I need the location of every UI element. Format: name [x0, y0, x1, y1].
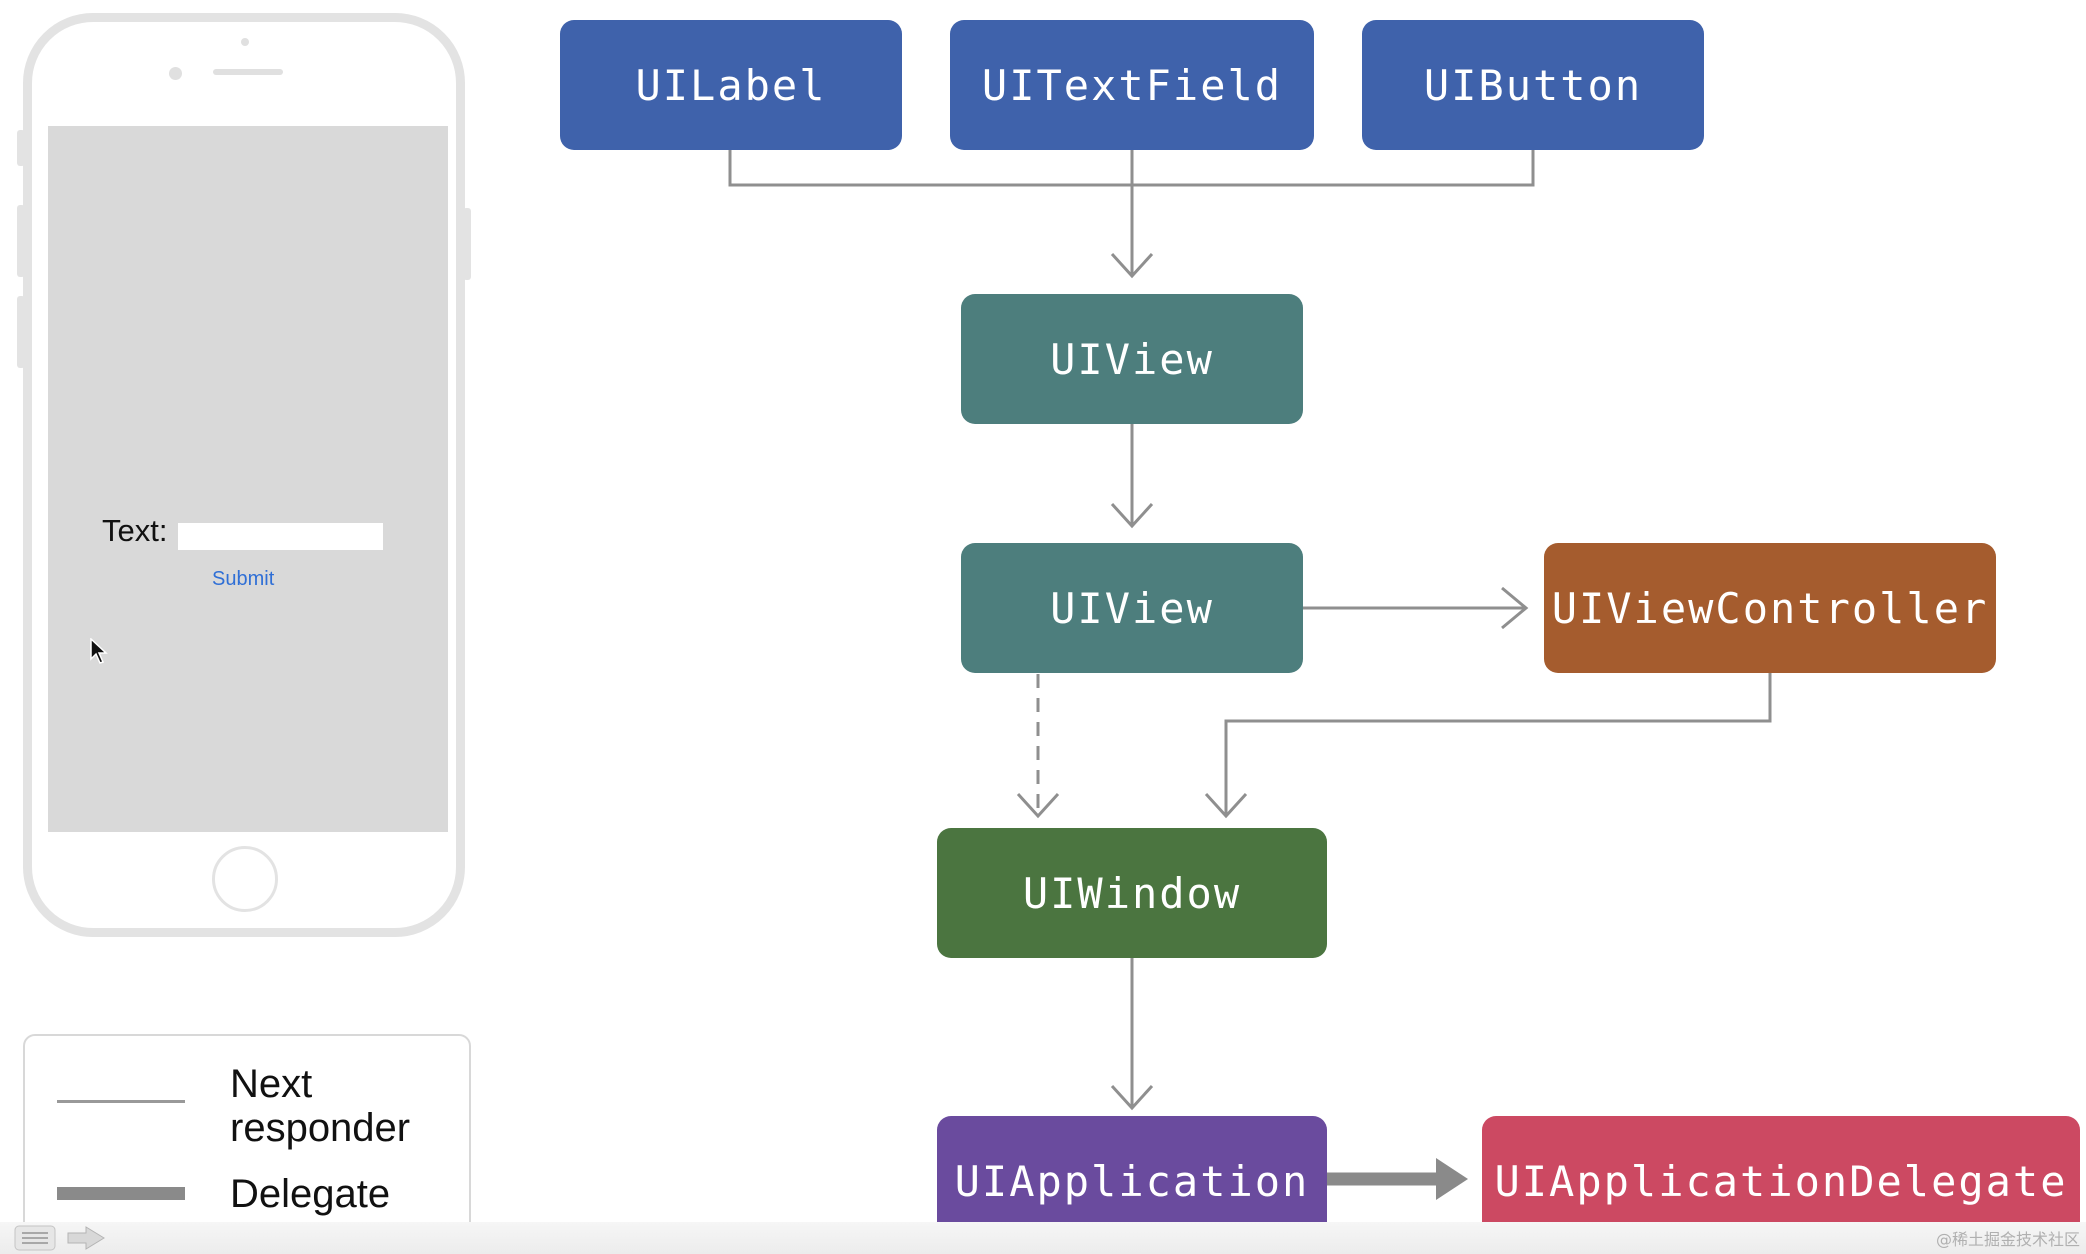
legend-next-label: Next — [230, 1062, 313, 1106]
phone-screen — [48, 126, 448, 832]
mouse-cursor-icon — [90, 638, 108, 664]
next-responder-connector-viewcontroller-to-uiwindow — [1204, 673, 1772, 819]
phone-mute-switch — [17, 130, 25, 166]
next-responder-line-sample — [57, 1100, 185, 1103]
next-responder-connector-uiwindow-to-uiapplication — [1110, 958, 1154, 1111]
legend: Next responder Delegate — [23, 1034, 471, 1246]
phone-volume-down-button — [17, 296, 25, 368]
node-uibutton[interactable]: UIButton — [1362, 20, 1704, 150]
next-responder-connector-uiview-to-uiview — [1110, 424, 1154, 529]
screen-text-field[interactable] — [178, 523, 383, 550]
dashed-connector-uiview-to-uiwindow — [1016, 674, 1060, 819]
delegate-line-sample — [57, 1187, 185, 1200]
arrow-right-icon[interactable] — [66, 1225, 106, 1251]
phone-speaker — [213, 69, 283, 75]
screen-text-label: Text: — [102, 513, 168, 548]
delegate-connector-application-to-delegate — [1327, 1158, 1468, 1200]
node-uitextfield[interactable]: UITextField — [950, 20, 1314, 150]
phone-sensor — [241, 38, 249, 46]
node-uiwindow[interactable]: UIWindow — [937, 828, 1327, 958]
legend-next-responder-label: Next responder — [230, 1062, 410, 1150]
node-uiview-bottom[interactable]: UIView — [961, 543, 1303, 673]
node-uiview-top[interactable]: UIView — [961, 294, 1303, 424]
node-uiviewcontroller[interactable]: UIViewController — [1544, 543, 1996, 673]
next-responder-connector-uiview-to-viewcontroller — [1303, 586, 1529, 630]
phone-home-button[interactable] — [212, 846, 278, 912]
screen-submit-button[interactable]: Submit — [212, 568, 275, 590]
phone-volume-up-button — [17, 205, 25, 277]
node-uilabel[interactable]: UILabel — [560, 20, 902, 150]
phone-power-button — [463, 208, 471, 280]
bottom-toolbar — [0, 1222, 2086, 1254]
watermark: @稀土掘金技术社区 — [1935, 1230, 2080, 1249]
legend-delegate-label: Delegate — [230, 1172, 391, 1216]
legend-responder-label: responder — [230, 1106, 411, 1150]
phone-camera — [169, 67, 182, 80]
next-responder-connector-controls-to-uiview — [728, 150, 1535, 279]
list-icon[interactable] — [14, 1225, 56, 1251]
